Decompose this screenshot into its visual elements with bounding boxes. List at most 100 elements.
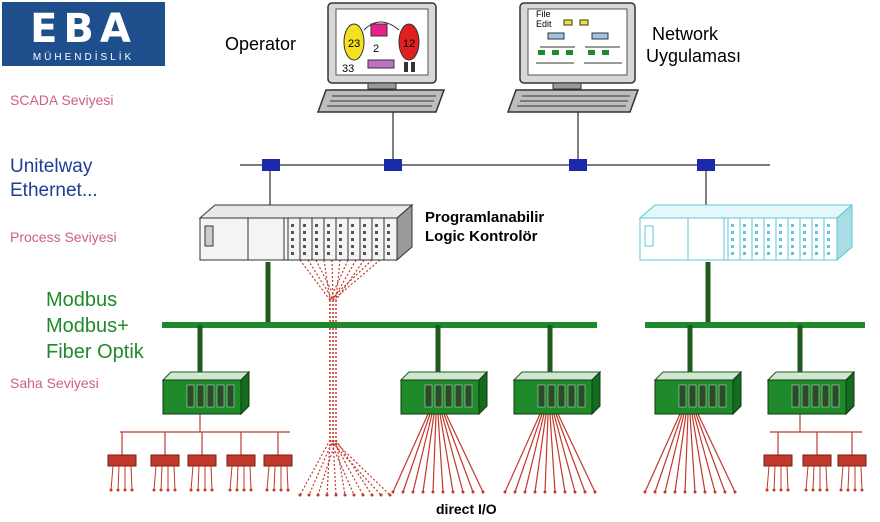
io-fan-wire <box>412 413 433 493</box>
plc-slot-led <box>363 245 366 248</box>
io-fan-wire <box>445 413 484 493</box>
direct-io-wire <box>329 259 349 301</box>
plc-slot-led <box>755 238 758 241</box>
io-fan-wire <box>695 413 726 493</box>
direct-io-wire <box>299 439 331 496</box>
plc-slot-led <box>315 231 318 234</box>
io-fan-wire <box>691 413 706 493</box>
ethernet-tap-4 <box>697 159 715 171</box>
io-fan-wire <box>553 413 576 493</box>
io-fan-wire <box>437 413 444 493</box>
fieldbus-label-modbus-plus: Modbus+ <box>46 315 129 337</box>
wire-end <box>779 488 783 492</box>
plc-slot-led <box>327 245 330 248</box>
plc-slot-led <box>303 238 306 241</box>
scada-level-label: SCADA Seviyesi <box>10 92 113 108</box>
io-fan-wire <box>392 413 429 493</box>
io-module-card <box>811 384 820 408</box>
plc-slot-led <box>315 245 318 248</box>
plc-slot-led <box>827 224 830 227</box>
plc-slot-led <box>291 252 294 255</box>
plc-slot-led <box>351 238 354 241</box>
wire-end <box>860 488 864 492</box>
plc-slot-led <box>791 224 794 227</box>
logo-name: EBA <box>30 6 137 52</box>
plc-slot-led <box>351 231 354 234</box>
field-terminal-block <box>763 454 793 467</box>
plc-slot-led <box>387 231 390 234</box>
plc-slot-led <box>375 245 378 248</box>
wire-end <box>334 493 338 497</box>
process-level-label: Process Seviyesi <box>10 229 117 245</box>
operator-screen-value-2: 2 <box>373 43 379 55</box>
wire-end <box>804 488 808 492</box>
wire-end <box>683 490 687 494</box>
io-fan-wire <box>644 413 681 493</box>
terminal-wire <box>160 465 163 491</box>
eba-logo: EBA MÜHENDİSLİK <box>2 2 165 66</box>
wire-end <box>325 493 329 497</box>
network-label-ethernet: Ethernet... <box>10 180 98 201</box>
wire-end <box>772 488 776 492</box>
plc-slot-led <box>767 252 770 255</box>
plc-slot-led <box>339 245 342 248</box>
wire-end <box>130 488 134 492</box>
plc-slot-led <box>303 245 306 248</box>
wire-end <box>703 490 707 494</box>
network-computer: File Edit <box>506 2 640 113</box>
terminal-wire <box>190 465 194 491</box>
fieldbus-label-fiber: Fiber Optik <box>46 341 145 363</box>
io-module-card <box>708 384 717 408</box>
terminal-wire <box>249 465 252 491</box>
io-module-side <box>732 370 742 416</box>
terminal-wire <box>153 465 157 491</box>
plc-slot-led <box>791 245 794 248</box>
io-module-card <box>434 384 443 408</box>
wire-end <box>553 490 557 494</box>
network-menu-edit: Edit <box>536 19 552 29</box>
plc-slot-led <box>339 231 342 234</box>
field-terminal-block <box>107 454 137 467</box>
plc-slot-led <box>363 224 366 227</box>
wire-end <box>673 490 677 494</box>
plc-slot-led <box>815 252 818 255</box>
io-module-card <box>226 384 235 408</box>
plc-slot-led <box>827 238 830 241</box>
direct-io-wire <box>335 259 365 301</box>
wire-end <box>643 490 647 494</box>
plc-slot-led <box>363 231 366 234</box>
plc-slot-led <box>363 238 366 241</box>
wire-end <box>713 490 717 494</box>
plc-slot-led <box>387 252 390 255</box>
plc-slot-led <box>743 252 746 255</box>
plc-slot-led <box>731 238 734 241</box>
plc-slot-led <box>303 224 306 227</box>
field-terminal-block <box>837 454 867 467</box>
plc-slot-led <box>291 231 294 234</box>
wire-end <box>242 488 246 492</box>
plc-rack-main <box>198 203 414 262</box>
direct-io-wire <box>335 439 373 496</box>
terminal-wire <box>229 465 233 491</box>
network-menu-file: File <box>536 9 551 19</box>
direct-io-wire <box>299 259 331 301</box>
plc-slot-led <box>339 252 342 255</box>
io-module-5 <box>766 370 856 416</box>
plc-slot-led <box>791 231 794 234</box>
terminal-wire <box>766 465 770 491</box>
terminal-wire <box>110 465 114 491</box>
wire-end <box>189 488 193 492</box>
wire-end <box>693 490 697 494</box>
operator-screen-value-1: 23 <box>348 38 360 50</box>
wire-end <box>361 493 365 497</box>
wire-end <box>583 490 587 494</box>
io-module-card <box>537 384 546 408</box>
direct-io-wire <box>307 259 334 301</box>
plc-slot-led <box>815 238 818 241</box>
plc-rack-secondary <box>638 203 854 262</box>
io-module-top <box>653 371 743 381</box>
field-terminal-block <box>150 454 180 467</box>
direct-io-wire <box>332 439 364 496</box>
plc-slot-led <box>375 238 378 241</box>
io-fan-wire <box>534 413 547 493</box>
